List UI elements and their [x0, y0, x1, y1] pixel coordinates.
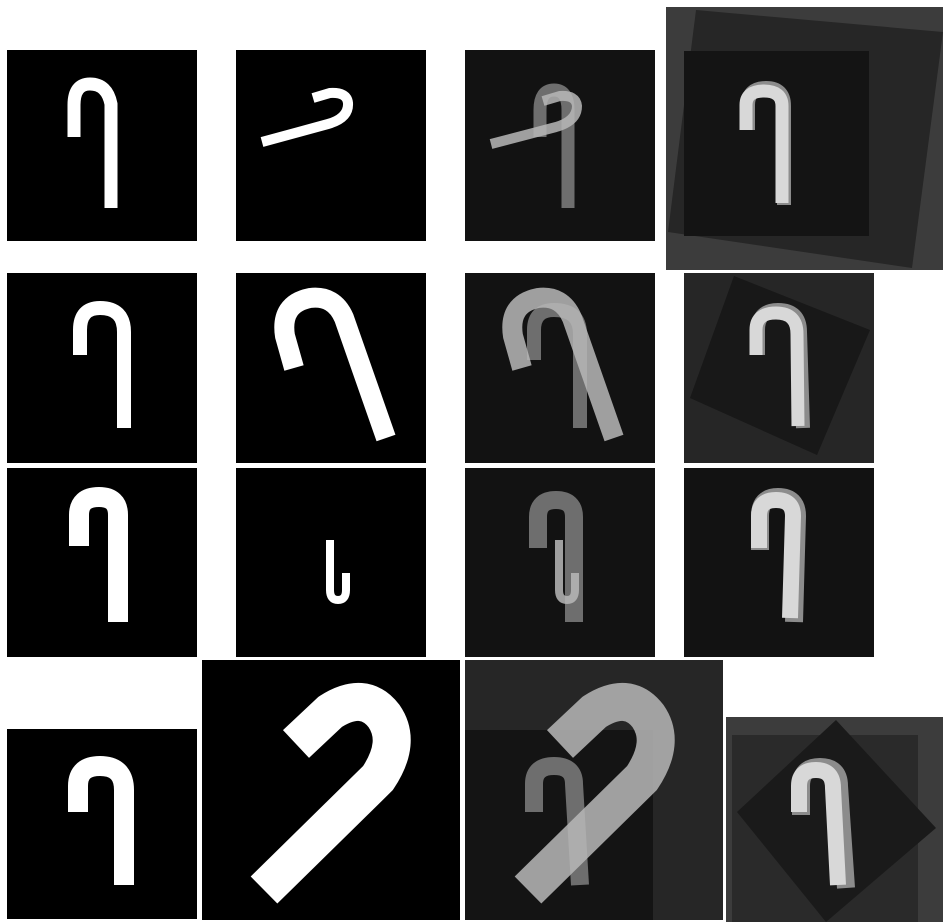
row1-moving-image [236, 50, 426, 241]
row1-fixed-image [7, 50, 197, 241]
hook-shape [7, 468, 197, 657]
row2-registered-overlay [684, 273, 874, 463]
registered-overlay-shapes [684, 273, 874, 463]
row3-fixed-image [7, 468, 197, 657]
hook-shape [202, 660, 460, 920]
row3-registered-overlay [684, 468, 874, 657]
row3-overlay-image [465, 468, 655, 657]
row4-overlay-image [465, 660, 723, 920]
row3-moving-image [236, 468, 426, 657]
hook-shape [236, 50, 426, 241]
row1-registered-overlay [666, 7, 943, 270]
row4-fixed-image [7, 729, 197, 919]
row2-moving-image [236, 273, 426, 463]
hook-shape [7, 50, 197, 241]
registered-overlay-shapes [726, 717, 943, 922]
row4-moving-image [202, 660, 460, 920]
overlay-shapes [465, 468, 655, 657]
registered-overlay-shapes [684, 468, 874, 657]
row2-fixed-image [7, 273, 197, 463]
hook-shape [236, 273, 426, 463]
row1-overlay-image [465, 50, 655, 241]
row2-overlay-image [465, 273, 655, 463]
registered-overlay-shapes [666, 7, 943, 270]
hook-shape [236, 468, 426, 657]
hook-shape [7, 273, 197, 463]
overlay-shapes [465, 273, 655, 463]
hook-shape [7, 729, 197, 919]
overlay-shapes [465, 50, 655, 241]
overlay-shapes [465, 660, 723, 920]
row4-registered-overlay [726, 717, 943, 922]
